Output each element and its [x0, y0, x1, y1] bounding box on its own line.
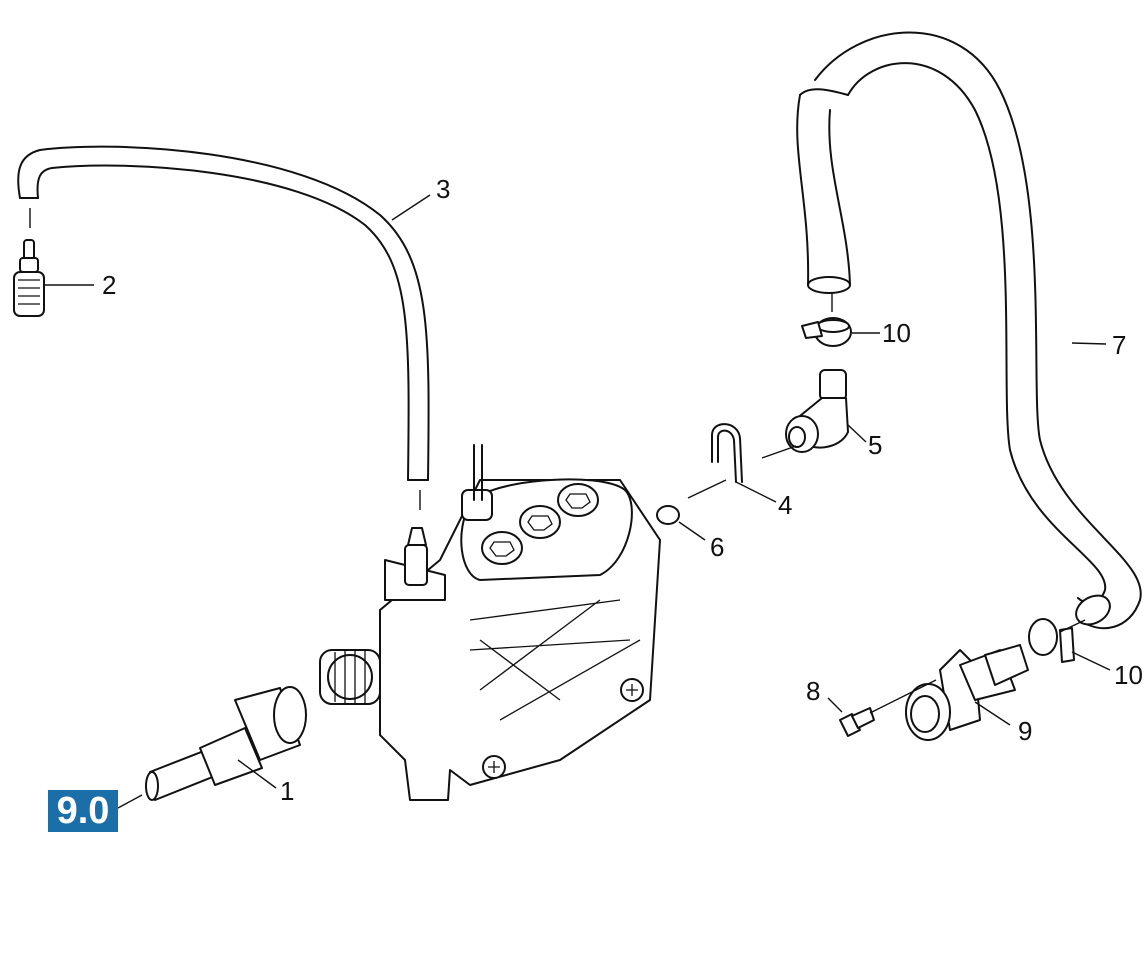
part-4-retaining-clip [711, 423, 743, 483]
callout-10-top: 10 [882, 318, 911, 348]
callout-4: 4 [778, 490, 792, 520]
part-10-hose-clamp-top [801, 317, 852, 347]
callout-10-lower: 10 [1114, 660, 1143, 690]
part-7-suction-hose [796, 31, 1142, 630]
leader-lines [29, 194, 1111, 809]
callout-3: 3 [436, 174, 450, 204]
callout-5: 5 [868, 430, 882, 460]
callout-6: 6 [710, 532, 724, 562]
part-9-adaptor [905, 644, 1029, 741]
callout-1: 1 [280, 776, 294, 806]
section-badge: 9.0 [48, 790, 118, 832]
callout-8: 8 [806, 676, 820, 706]
part-8-screw [839, 707, 875, 737]
part-2-filter [13, 239, 45, 317]
part-3-thin-hose [17, 145, 430, 481]
part-1-hose-connector [145, 686, 307, 801]
part-6-o-ring [656, 505, 680, 525]
part-10-hose-clamp-lower [1028, 618, 1075, 663]
pump-head-housing [319, 444, 661, 801]
callout-9: 9 [1018, 716, 1032, 746]
callout-7: 7 [1112, 330, 1126, 360]
part-5-elbow-fitting [785, 369, 849, 453]
callout-2: 2 [102, 270, 116, 300]
